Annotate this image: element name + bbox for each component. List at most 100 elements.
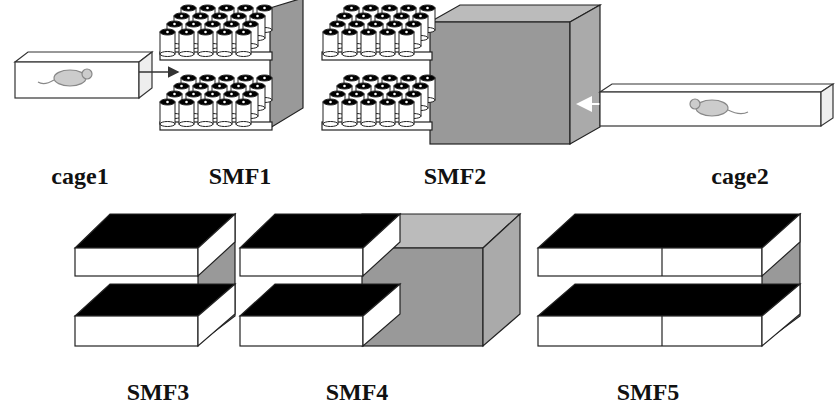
magnet-cylinder: [348, 31, 351, 34]
magnet-cylinder: [381, 15, 384, 18]
magnet-cylinder: [361, 122, 376, 127]
magnet-cylinder: [244, 7, 247, 10]
magnet-cylinder: [380, 29, 395, 35]
magnet-cylinder: [236, 52, 251, 57]
magnet-cylinder: [356, 83, 371, 89]
magnet-cylinder: [330, 91, 345, 97]
magnet-cylinder: [399, 52, 414, 57]
magnet-cylinder: [256, 15, 259, 18]
magnet-cylinder: [242, 31, 245, 34]
magnet-cylinder: [343, 15, 346, 18]
magnet-cylinder: [380, 122, 395, 127]
magnet-cylinder: [193, 13, 208, 19]
magnet-cylinder: [217, 99, 232, 105]
magnet-cylinder: [230, 93, 233, 96]
magnet-cylinder: [419, 15, 422, 18]
magnet-cylinder: [367, 31, 370, 34]
magnet-cylinder: [323, 52, 338, 57]
magnet-cylinder: [387, 21, 402, 27]
magnet-cylinder: [336, 23, 339, 26]
magnet-cylinder: [237, 15, 240, 18]
magnet-cylinder: [407, 77, 410, 80]
magnet-cylinder: [375, 13, 390, 19]
magnet-cylinder: [218, 15, 221, 18]
magnet-cylinder: [337, 83, 352, 89]
magnet-cylinder: [380, 99, 395, 105]
magnet-cylinder: [181, 75, 196, 81]
magnet-cylinder: [198, 29, 213, 35]
magnet-cylinder: [361, 29, 376, 35]
magnet-cylinder: [211, 93, 214, 96]
magnet-cylinder: [381, 85, 384, 88]
magnet-cylinder: [192, 23, 195, 26]
magnet-cylinder: [362, 85, 365, 88]
magnet-cylinder: [160, 99, 175, 105]
magnet-cylinder: [204, 31, 207, 34]
magnet-cylinder: [225, 7, 228, 10]
magnet-cylinder: [350, 7, 353, 10]
magnet-cylinder: [167, 21, 182, 27]
magnet-cylinder: [250, 13, 265, 19]
magnet-cylinder: [368, 21, 383, 27]
magnet-cylinder: [344, 75, 359, 81]
magnet-cylinder: [399, 29, 414, 35]
magnet-cylinder: [400, 85, 403, 88]
magnet-cylinder: [361, 99, 376, 105]
magnet-cylinder: [407, 7, 410, 10]
magnet-cylinder: [367, 101, 370, 104]
magnet-cylinder: [329, 101, 332, 104]
magnet-cylinder: [185, 31, 188, 34]
magnet-cylinder: [388, 77, 391, 80]
magnet-cylinder: [355, 93, 358, 96]
magnet-cylinder: [406, 91, 421, 97]
magnet-cylinder: [323, 122, 338, 127]
magnet-cylinder: [368, 91, 383, 97]
magnet-cylinder: [419, 85, 422, 88]
magnet-slabs: [75, 214, 235, 346]
magnet-cylinder: [374, 23, 377, 26]
magnet-cylinder: [263, 77, 266, 80]
magnet-cylinder: [257, 5, 272, 11]
magnet-cylinder: [356, 13, 371, 19]
magnet-cylinder: [399, 122, 414, 127]
magnet-cylinder: [329, 31, 332, 34]
magnet-cylinder: [426, 77, 429, 80]
magnet-cylinder: [382, 5, 397, 11]
magnet-frame: [160, 0, 303, 130]
magnet-cylinder: [174, 13, 189, 19]
magnet-cylinder: [386, 101, 389, 104]
magnet-cylinder: [394, 13, 409, 19]
magnet-cylinder: [337, 13, 352, 19]
magnet-cylinder: [256, 85, 259, 88]
magnet-cylinder: [263, 7, 266, 10]
magnet-cylinder: [243, 21, 258, 27]
magnet-cylinder: [363, 5, 378, 11]
magnet-cylinder: [238, 5, 253, 11]
magnet-cylinder: [204, 101, 207, 104]
magnet-cylinder: [174, 83, 189, 89]
magnet-cylinder: [179, 122, 194, 127]
magnet-cylinder: [179, 29, 194, 35]
magnet-cylinder: [186, 21, 201, 27]
magnet-cylinder: [342, 52, 357, 57]
magnet-cylinder: [224, 21, 239, 27]
magnet-cylinder: [173, 23, 176, 26]
magnet-slabs: [240, 214, 520, 346]
magnet-cylinder: [382, 75, 397, 81]
magnet-cylinder: [393, 93, 396, 96]
magnet-cylinder: [218, 85, 221, 88]
magnet-cylinder: [198, 99, 213, 105]
magnet-cylinder: [198, 122, 213, 127]
magnet-cylinder: [413, 13, 428, 19]
magnet-cylinder: [186, 91, 201, 97]
magnet-cylinder: [236, 122, 251, 127]
magnet-cylinder: [160, 122, 175, 127]
magnet-cylinder: [374, 93, 377, 96]
magnet-frame: [322, 5, 600, 144]
magnet-cylinder: [223, 101, 226, 104]
magnet-cylinder: [211, 23, 214, 26]
magnet-cylinder: [166, 31, 169, 34]
magnet-cylinder: [181, 5, 196, 11]
part-label: SMF5: [617, 380, 680, 404]
